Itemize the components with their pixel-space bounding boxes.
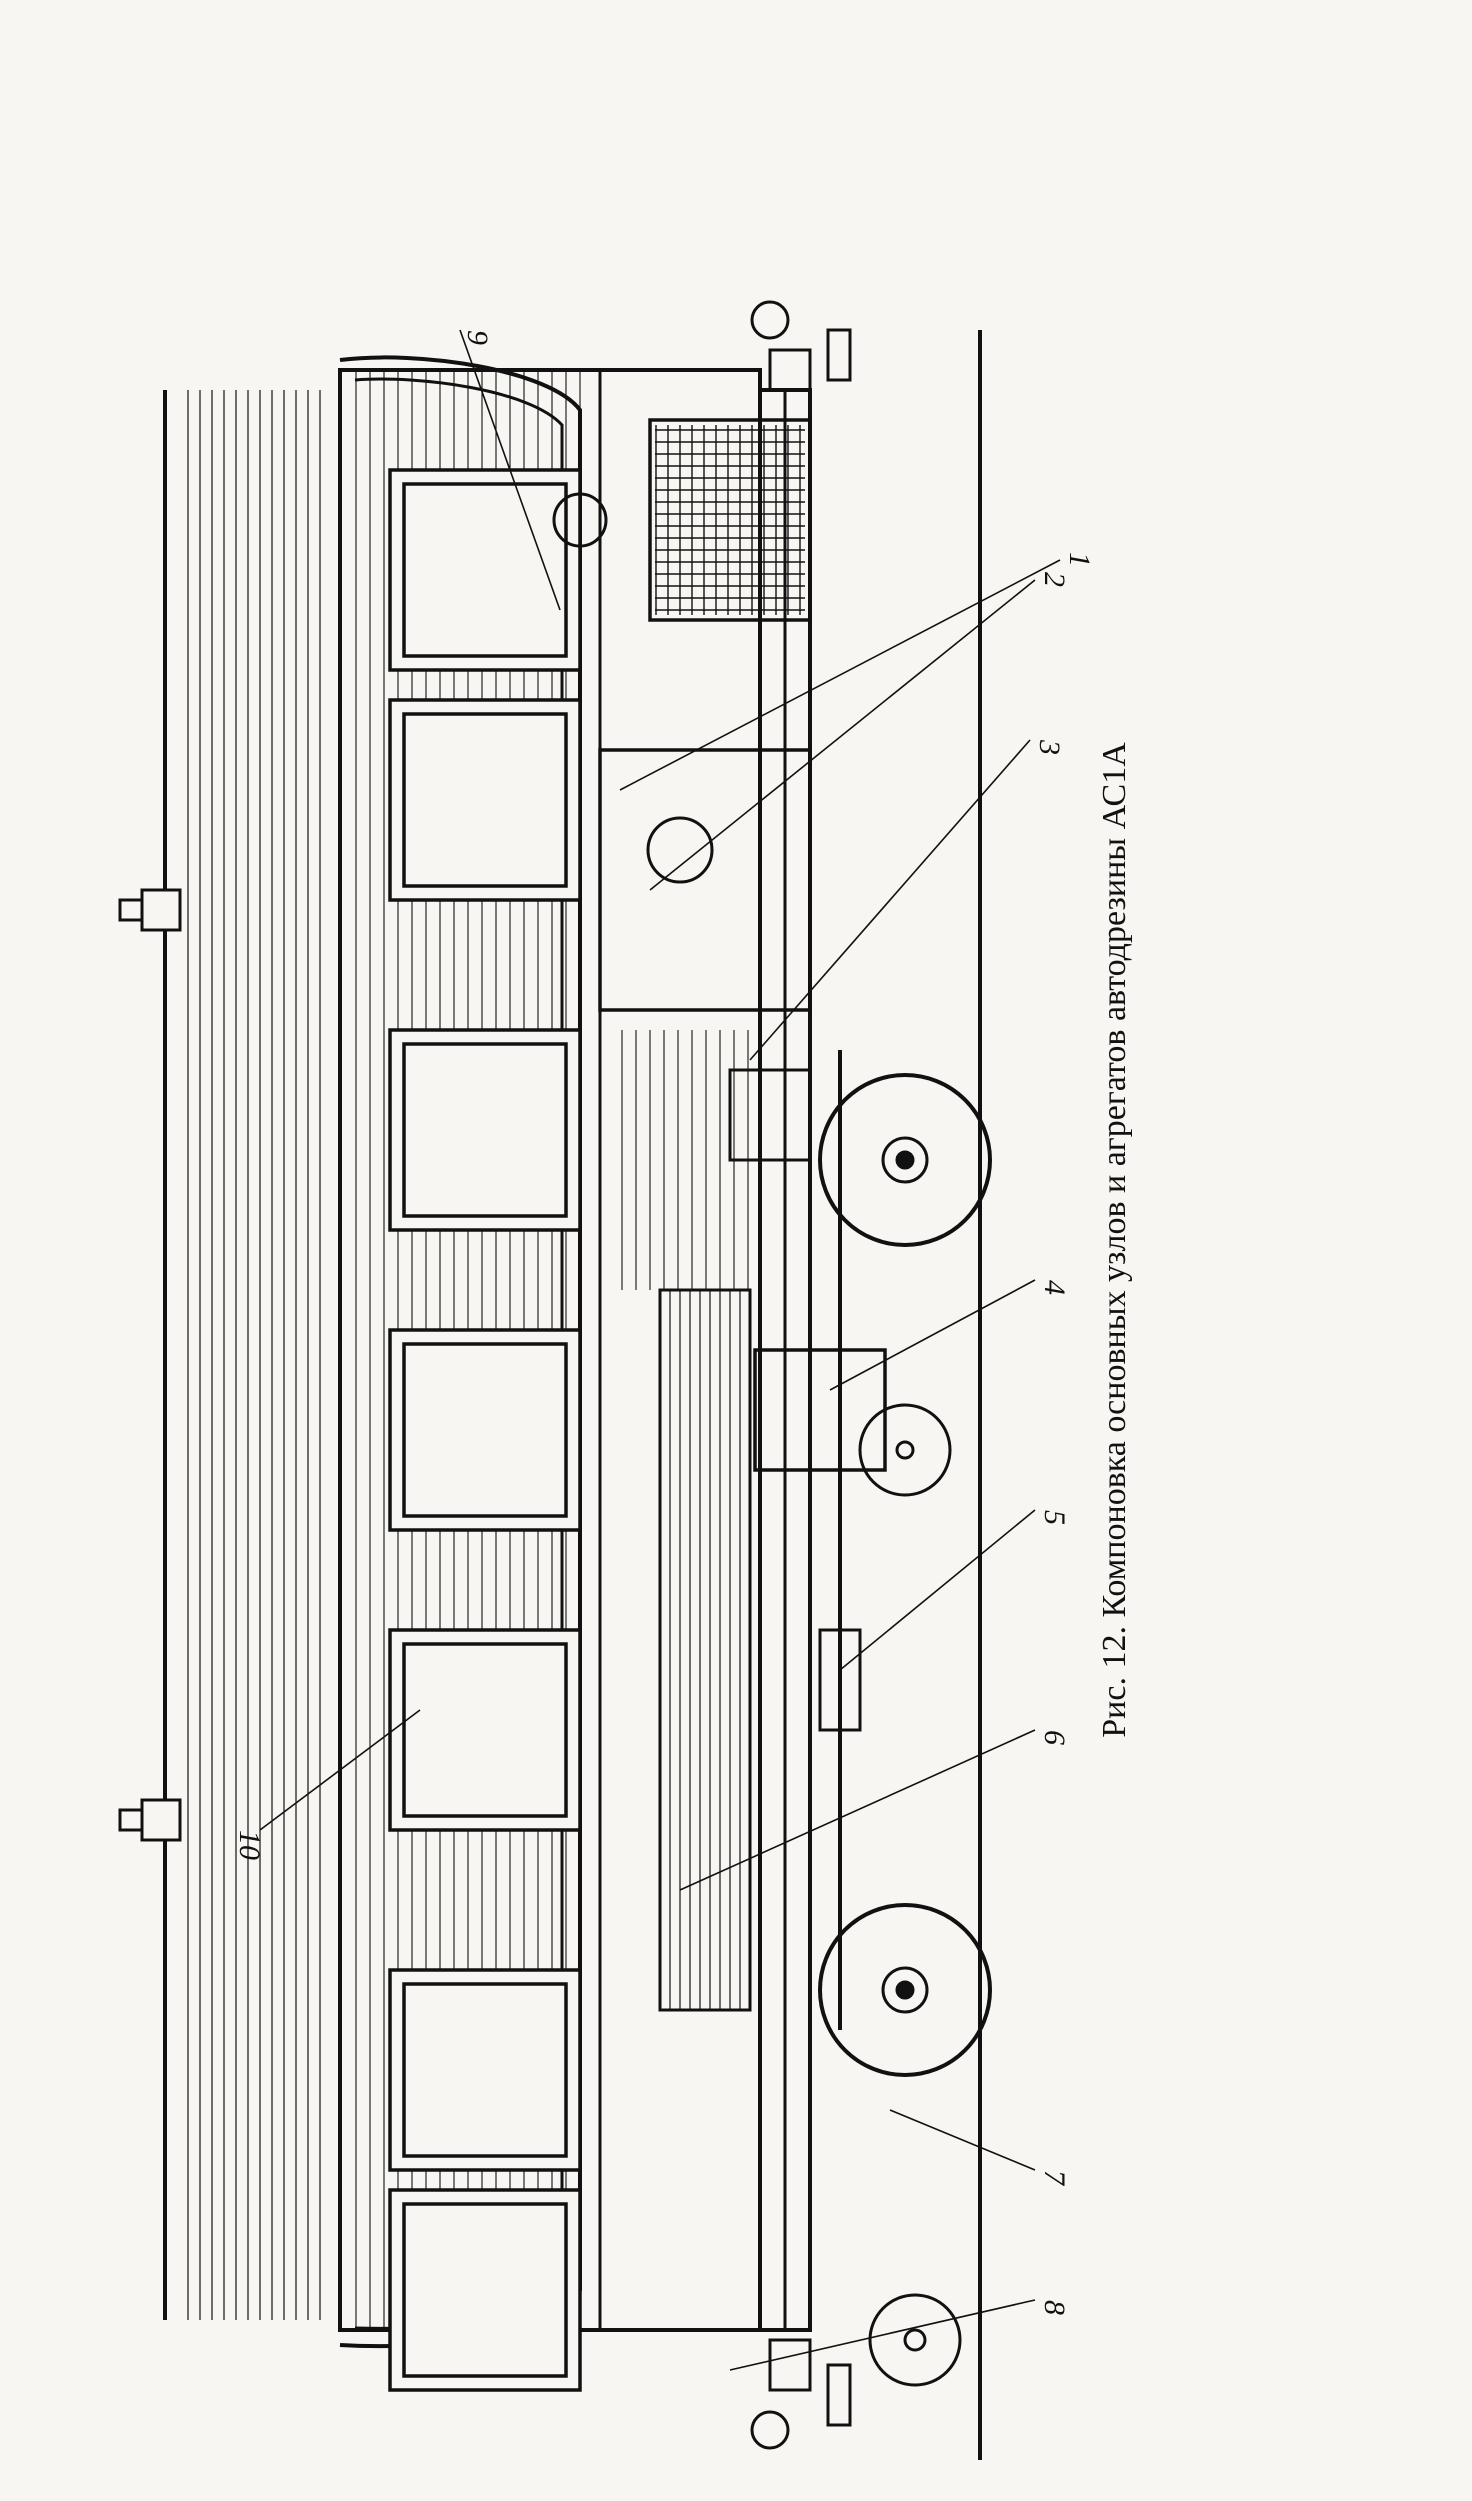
small-wheels <box>858 1403 962 2387</box>
window-pane <box>402 482 568 658</box>
bench-seat <box>658 1288 752 2012</box>
bench-slats <box>669 1290 741 2010</box>
callout-9: 9 <box>461 330 494 345</box>
radiator <box>648 418 812 622</box>
roof-plank-lines <box>187 390 321 2320</box>
window-pane <box>402 712 568 888</box>
callout-3: 3 <box>1033 739 1066 755</box>
clutch-housing <box>728 1068 812 1162</box>
car-window <box>388 2188 582 2392</box>
window-pane <box>402 2202 568 2378</box>
brake-handwheel <box>552 492 608 548</box>
front-wheel <box>818 1903 992 2077</box>
callout-1: 1 <box>1063 552 1096 567</box>
callout-numbers: 1 2 3 4 5 6 7 8 9 10 <box>233 330 1096 2315</box>
rear-coupler <box>750 300 852 392</box>
callout-6: 6 <box>1038 1730 1071 1745</box>
window-pane <box>402 1042 568 1218</box>
rear-wheel <box>818 1073 992 1247</box>
callout-8: 8 <box>1038 2300 1071 2315</box>
window-row <box>388 468 582 2392</box>
callout-4: 4 <box>1038 1280 1071 1295</box>
car-window <box>388 1328 582 1532</box>
car-window <box>388 1628 582 1832</box>
window-pane <box>402 1342 568 1518</box>
front-coupler <box>750 2338 852 2450</box>
engine-block <box>598 748 812 1012</box>
railcar-side-view <box>118 300 1061 2460</box>
car-window <box>388 698 582 902</box>
cardan-joint <box>818 1628 862 1732</box>
car-window <box>388 468 582 672</box>
callout-2: 2 <box>1038 572 1071 587</box>
figure-caption: Рис. 12. Компоновка основных узлов и агр… <box>1096 742 1133 1738</box>
roof-lamps <box>118 888 182 1842</box>
callout-10: 10 <box>233 1830 266 1860</box>
engine-pulley <box>646 816 714 884</box>
gearbox <box>753 1348 887 1472</box>
callout-leaders <box>259 329 1061 2371</box>
callout-7: 7 <box>1038 2170 1071 2187</box>
car-window <box>388 1968 582 2172</box>
radiator-grid <box>655 425 805 615</box>
window-pane <box>402 1982 568 2158</box>
car-window <box>388 1028 582 1232</box>
window-pane <box>402 1642 568 1818</box>
callout-5: 5 <box>1038 1510 1071 1525</box>
